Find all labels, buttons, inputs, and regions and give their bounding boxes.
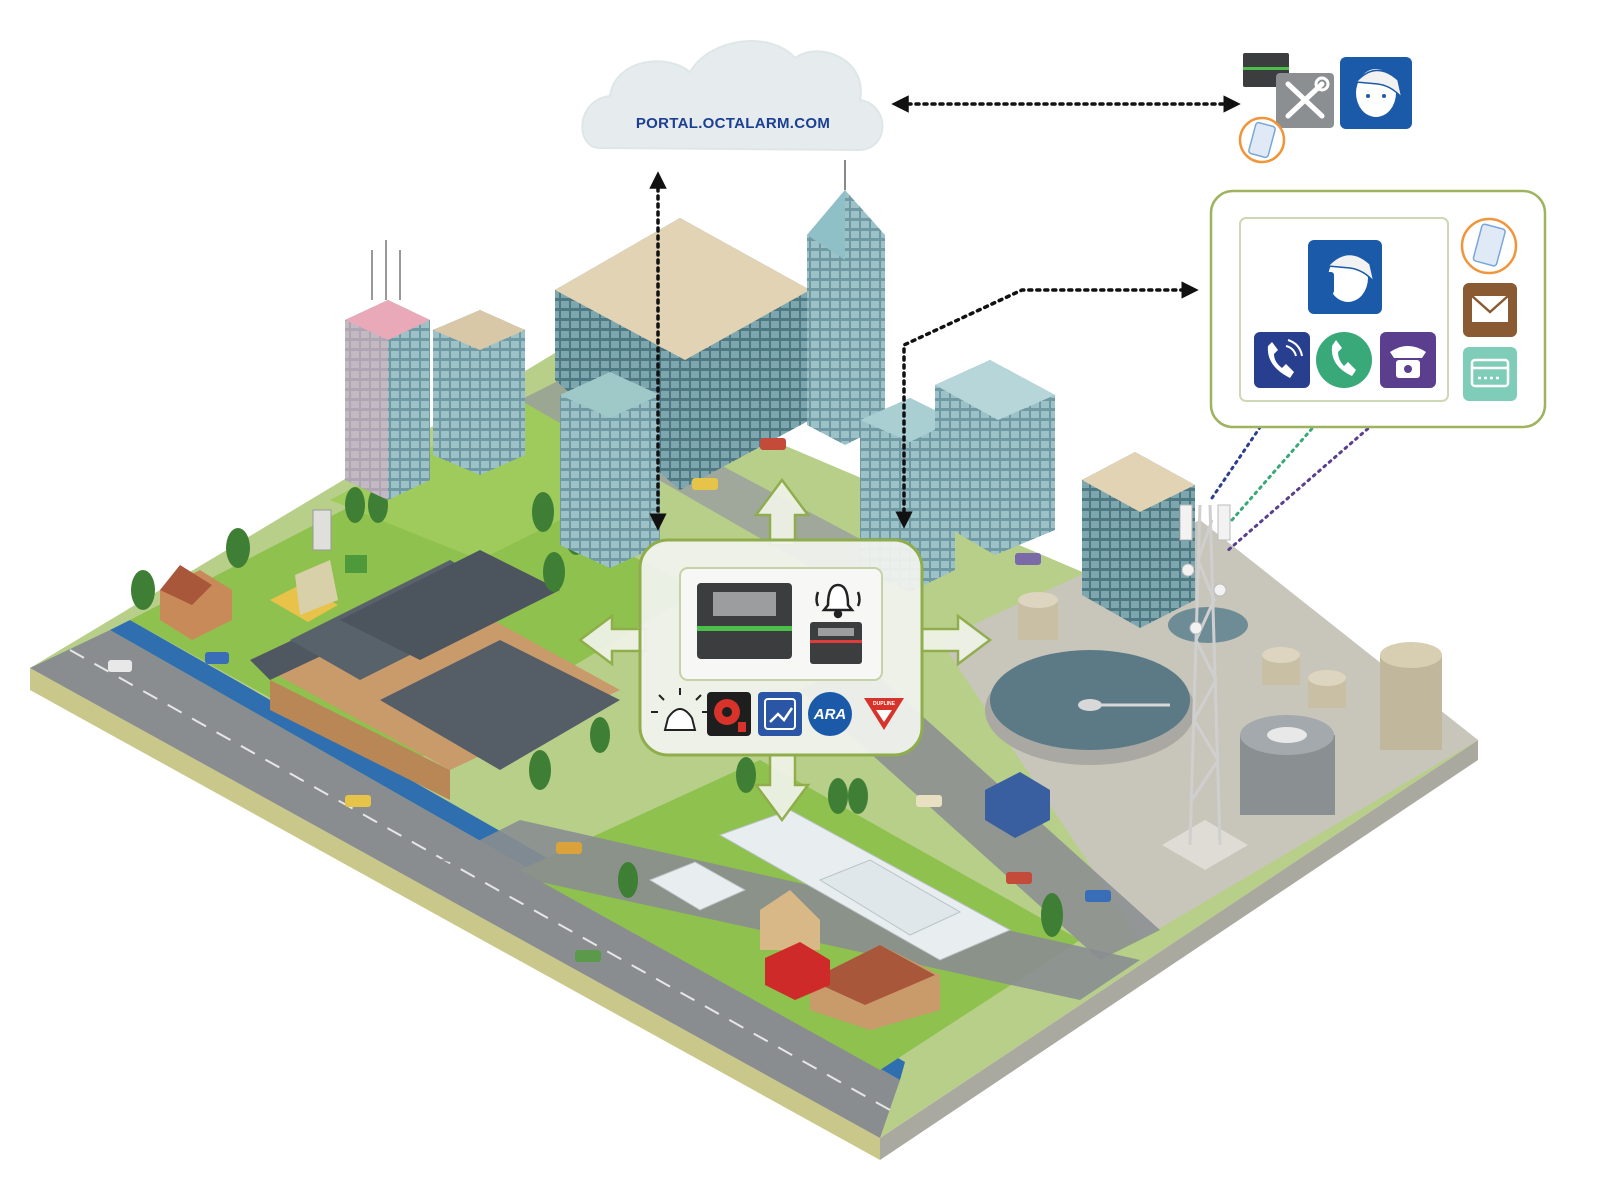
connection-arrows [649,95,1241,531]
email-icon[interactable] [1463,283,1517,337]
main-road [30,630,900,1138]
farm-area [160,509,620,800]
cars [108,438,1111,962]
hub-panel: ARA DUPLINE [577,477,993,823]
mobile-app-side-icon[interactable] [1460,217,1518,275]
notification-panel [1209,189,1547,429]
greenhouses [648,809,1012,1030]
landline-phone-icon[interactable] [1380,332,1436,388]
svg-text:ARA: ARA [813,706,847,723]
red-truck [765,942,830,1000]
water-treatment-plant [985,592,1442,815]
dupline-badge-icon: DUPLINE [864,698,904,730]
ara-badge-icon: ARA [808,692,852,736]
octalarm-controller [697,583,792,659]
alarm-bell-red-icon [707,692,751,736]
operator-phone-avatar-icon [1308,240,1382,314]
voip-call-icon[interactable] [1254,332,1310,388]
mobile-call-icon[interactable] [1316,332,1372,388]
beacon-light-icon [651,688,709,731]
portal-url[interactable]: PORTAL.OCTALARM.COM [636,115,830,132]
expansion-module [810,622,862,664]
svg-text:DUPLINE: DUPLINE [873,701,896,707]
remote-access-group [1238,53,1412,164]
water-treatment-lot [940,520,1478,940]
water-tower [312,509,332,551]
greenhouse-house [760,890,820,950]
tractor [345,555,367,573]
mobile-app-icon [1238,116,1286,164]
farm-truck [270,560,338,622]
operator-avatar-icon [1340,57,1412,129]
switch-module-icon [758,692,802,736]
blue-truck [985,772,1050,838]
alarm-bell-icon [815,583,861,619]
wrench-tools-icon [1276,73,1334,128]
pager-icon[interactable] [1463,347,1517,401]
cloud-portal: PORTAL.OCTALARM.COM [581,40,884,152]
arrow-hub-to-notifications [895,281,1199,529]
